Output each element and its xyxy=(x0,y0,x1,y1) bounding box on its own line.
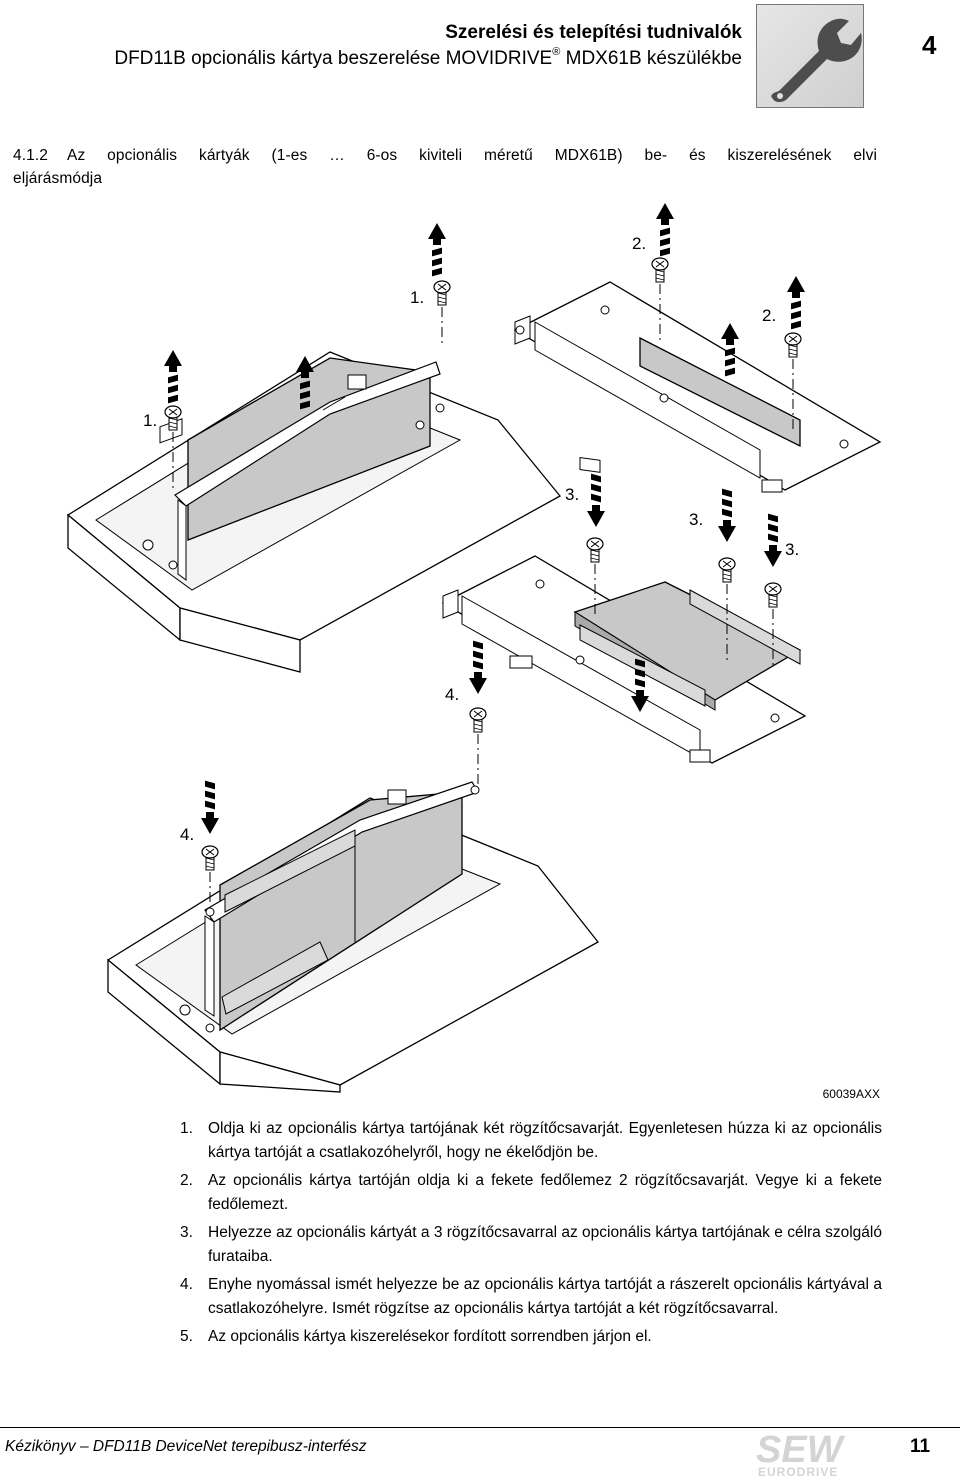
step-number: 1. xyxy=(180,1120,193,1137)
figure-label: 3. xyxy=(565,485,579,504)
step-number: 4. xyxy=(180,1276,193,1293)
figure-code: 60039AXX xyxy=(822,1087,880,1101)
screw-icon xyxy=(469,707,487,733)
chapter-number: 4 xyxy=(922,30,937,60)
installation-figure: 1. 1. 2. 2. 3. 3. 3. 4. 4. xyxy=(0,195,960,1095)
list-item: 1. Oldja ki az opcionális kártya tartóján… xyxy=(180,1117,882,1164)
list-item: 4. Enyhe nyomással ismét helyezze be az o… xyxy=(180,1273,882,1320)
screw-icon xyxy=(586,537,604,563)
step-text: Az opcionális kártya tartóján oldja ki a… xyxy=(208,1172,882,1213)
arrow-down-icon xyxy=(587,473,605,527)
list-item: 3. Helyezze az opcionális kártyát a 3 rög… xyxy=(180,1221,882,1268)
arrow-down-icon xyxy=(718,488,736,542)
device-base-1 xyxy=(66,351,561,673)
screw-icon xyxy=(784,332,802,358)
screw-icon xyxy=(433,280,451,306)
logo-text-top: SEW xyxy=(756,1430,846,1471)
figure-label: 1. xyxy=(143,411,157,430)
logo-text-bottom: EURODRIVE xyxy=(758,1465,838,1478)
figure-label: 1. xyxy=(410,288,424,307)
installation-diagram: 1. 1. 2. 2. 3. 3. 3. 4. 4. xyxy=(66,203,882,1093)
arrow-up-icon xyxy=(656,203,674,257)
step-number: 2. xyxy=(180,1172,193,1189)
arrow-up-icon xyxy=(164,350,182,404)
registered-mark: ® xyxy=(552,46,561,58)
figure-label: 2. xyxy=(632,234,646,253)
step-text: Az opcionális kártya kiszerelésekor ford… xyxy=(208,1328,652,1345)
header-subtitle-post: MDX61B készülékbe xyxy=(560,48,742,69)
figure-label: 3. xyxy=(785,540,799,559)
arrow-down-icon xyxy=(469,640,487,694)
figure-label: 3. xyxy=(689,510,703,529)
section-number: 4.1.2 xyxy=(13,147,48,164)
page-number: 11 xyxy=(910,1436,931,1457)
step-text: Oldja ki az opcionális kártya tartójának… xyxy=(208,1120,882,1161)
list-item: 5. Az opcionális kártya kiszerelésekor fo… xyxy=(180,1325,882,1349)
card-holder-3 xyxy=(441,555,807,764)
sew-eurodrive-logo: SEW EURODRIVE xyxy=(752,1429,862,1479)
screw-icon xyxy=(764,582,782,608)
instruction-list: 1. Oldja ki az opcionális kártya tartóján… xyxy=(180,1117,882,1354)
header-subtitle-pre: DFD11B opcionális kártya beszerelése MOV… xyxy=(114,48,553,69)
footer-text: Kézikönyv – DFD11B DeviceNet terepibusz-… xyxy=(5,1438,367,1455)
step-text: Helyezze az opcionális kártyát a 3 rögzí… xyxy=(208,1224,882,1265)
arrow-up-icon xyxy=(428,223,446,277)
list-item: 2. Az opcionális kártya tartóján oldja ki… xyxy=(180,1169,882,1216)
header-subtitle: DFD11B opcionális kártya beszerelése MOV… xyxy=(114,46,742,70)
screw-icon xyxy=(718,557,736,583)
screw-icon xyxy=(651,257,669,283)
card-holder-2 xyxy=(513,281,882,493)
device-base-4 xyxy=(106,781,599,1093)
arrow-up-icon xyxy=(787,276,805,330)
wrench-icon xyxy=(756,4,864,108)
arrow-down-icon xyxy=(764,513,782,567)
step-text: Enyhe nyomással ismét helyezze be az opc… xyxy=(208,1276,882,1317)
section-heading: 4.1.2 Az opcionális kártyák (1-es … 6-os … xyxy=(13,144,879,190)
section-title-line2: eljárásmódja xyxy=(13,170,103,187)
figure-label: 4. xyxy=(445,685,459,704)
step-number: 3. xyxy=(180,1224,193,1241)
figure-label: 4. xyxy=(180,825,194,844)
step-number: 5. xyxy=(180,1328,193,1345)
screw-icon xyxy=(201,845,219,871)
arrow-down-icon xyxy=(201,780,219,834)
section-title-line1: Az opcionális kártyák (1-es … 6-os kivit… xyxy=(67,147,877,164)
figure-label: 2. xyxy=(762,306,776,325)
footer-divider xyxy=(0,1427,960,1428)
header-title: Szerelési és telepítési tudnivalók xyxy=(445,22,742,43)
